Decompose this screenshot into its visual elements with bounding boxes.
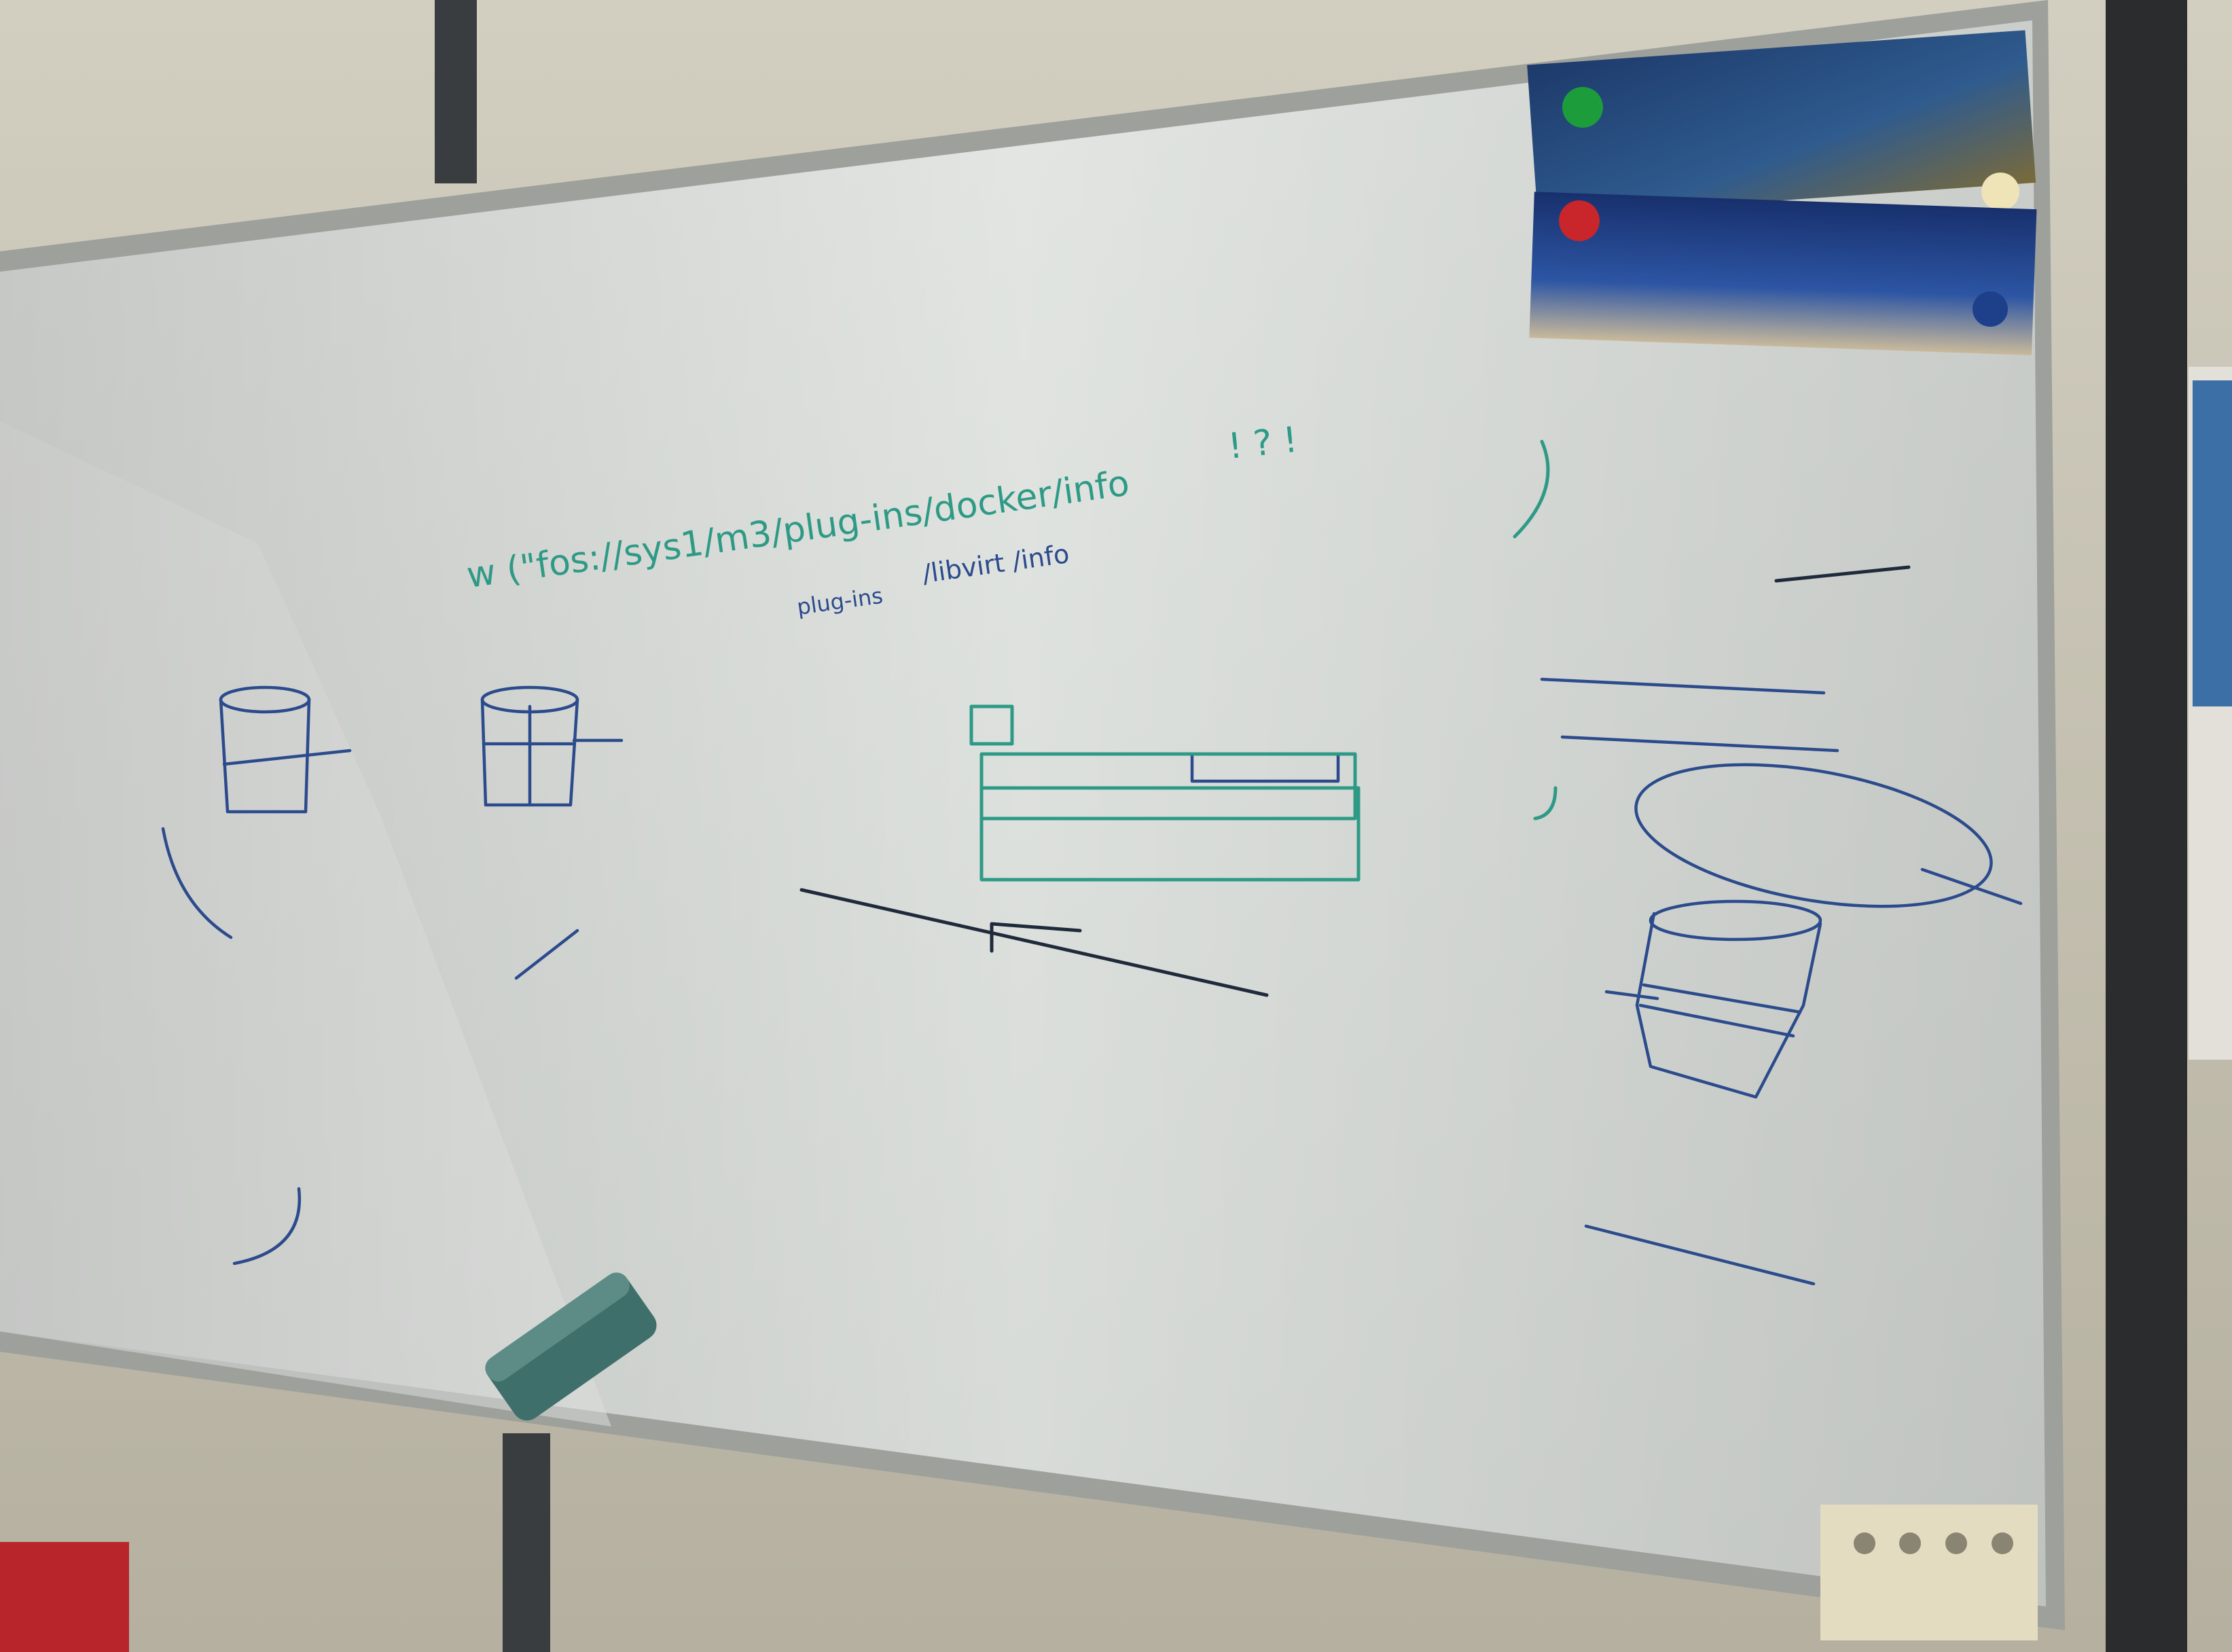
left-cylinder-line <box>222 749 352 766</box>
storage-line-1 <box>1642 983 1802 1014</box>
storage-line-2 <box>1638 1003 1795 1038</box>
eraser[interactable] <box>480 1268 662 1426</box>
red-cushion <box>0 1542 129 1652</box>
magnet-cream <box>1981 173 2019 211</box>
ditto-line-3 <box>1584 1224 1816 1286</box>
green-paren-2 <box>1533 786 1558 821</box>
wall-post-top <box>435 0 477 183</box>
a-box <box>969 704 1014 746</box>
magnet-red <box>1559 200 1600 241</box>
marker-tray <box>1820 1505 2038 1640</box>
m-arrow <box>514 929 579 980</box>
wall-right-dark-strip <box>2106 0 2187 1652</box>
storage-top <box>1649 899 1822 941</box>
green-qmarks: ! ? ! <box>1226 420 1299 467</box>
poster-right-image <box>2193 380 2232 706</box>
read-arrow <box>232 1187 302 1265</box>
magnet-green <box>1562 87 1603 128</box>
magnet-blue <box>1973 291 2008 327</box>
black-line <box>799 888 1269 997</box>
underline-93 <box>1774 565 1911 583</box>
left-arrow-down <box>161 827 233 939</box>
photo-sea <box>1529 192 2037 356</box>
storage-arrow <box>1604 990 1659 1001</box>
storage-body <box>1635 912 1822 1099</box>
s-cylinder-body <box>480 698 579 807</box>
ditto-line-2 <box>1560 735 1839 753</box>
photo-coast <box>1527 30 2036 218</box>
black-tick <box>990 922 1082 953</box>
fos-pointer <box>1920 867 2023 905</box>
green-paren-right <box>1513 439 1550 539</box>
hw-box <box>979 786 1361 882</box>
wall-post-bottom <box>503 1433 550 1652</box>
board-shadow <box>0 20 2046 1606</box>
fos-ellipse <box>1634 763 1993 908</box>
ditto-line-1 <box>1540 677 1826 695</box>
